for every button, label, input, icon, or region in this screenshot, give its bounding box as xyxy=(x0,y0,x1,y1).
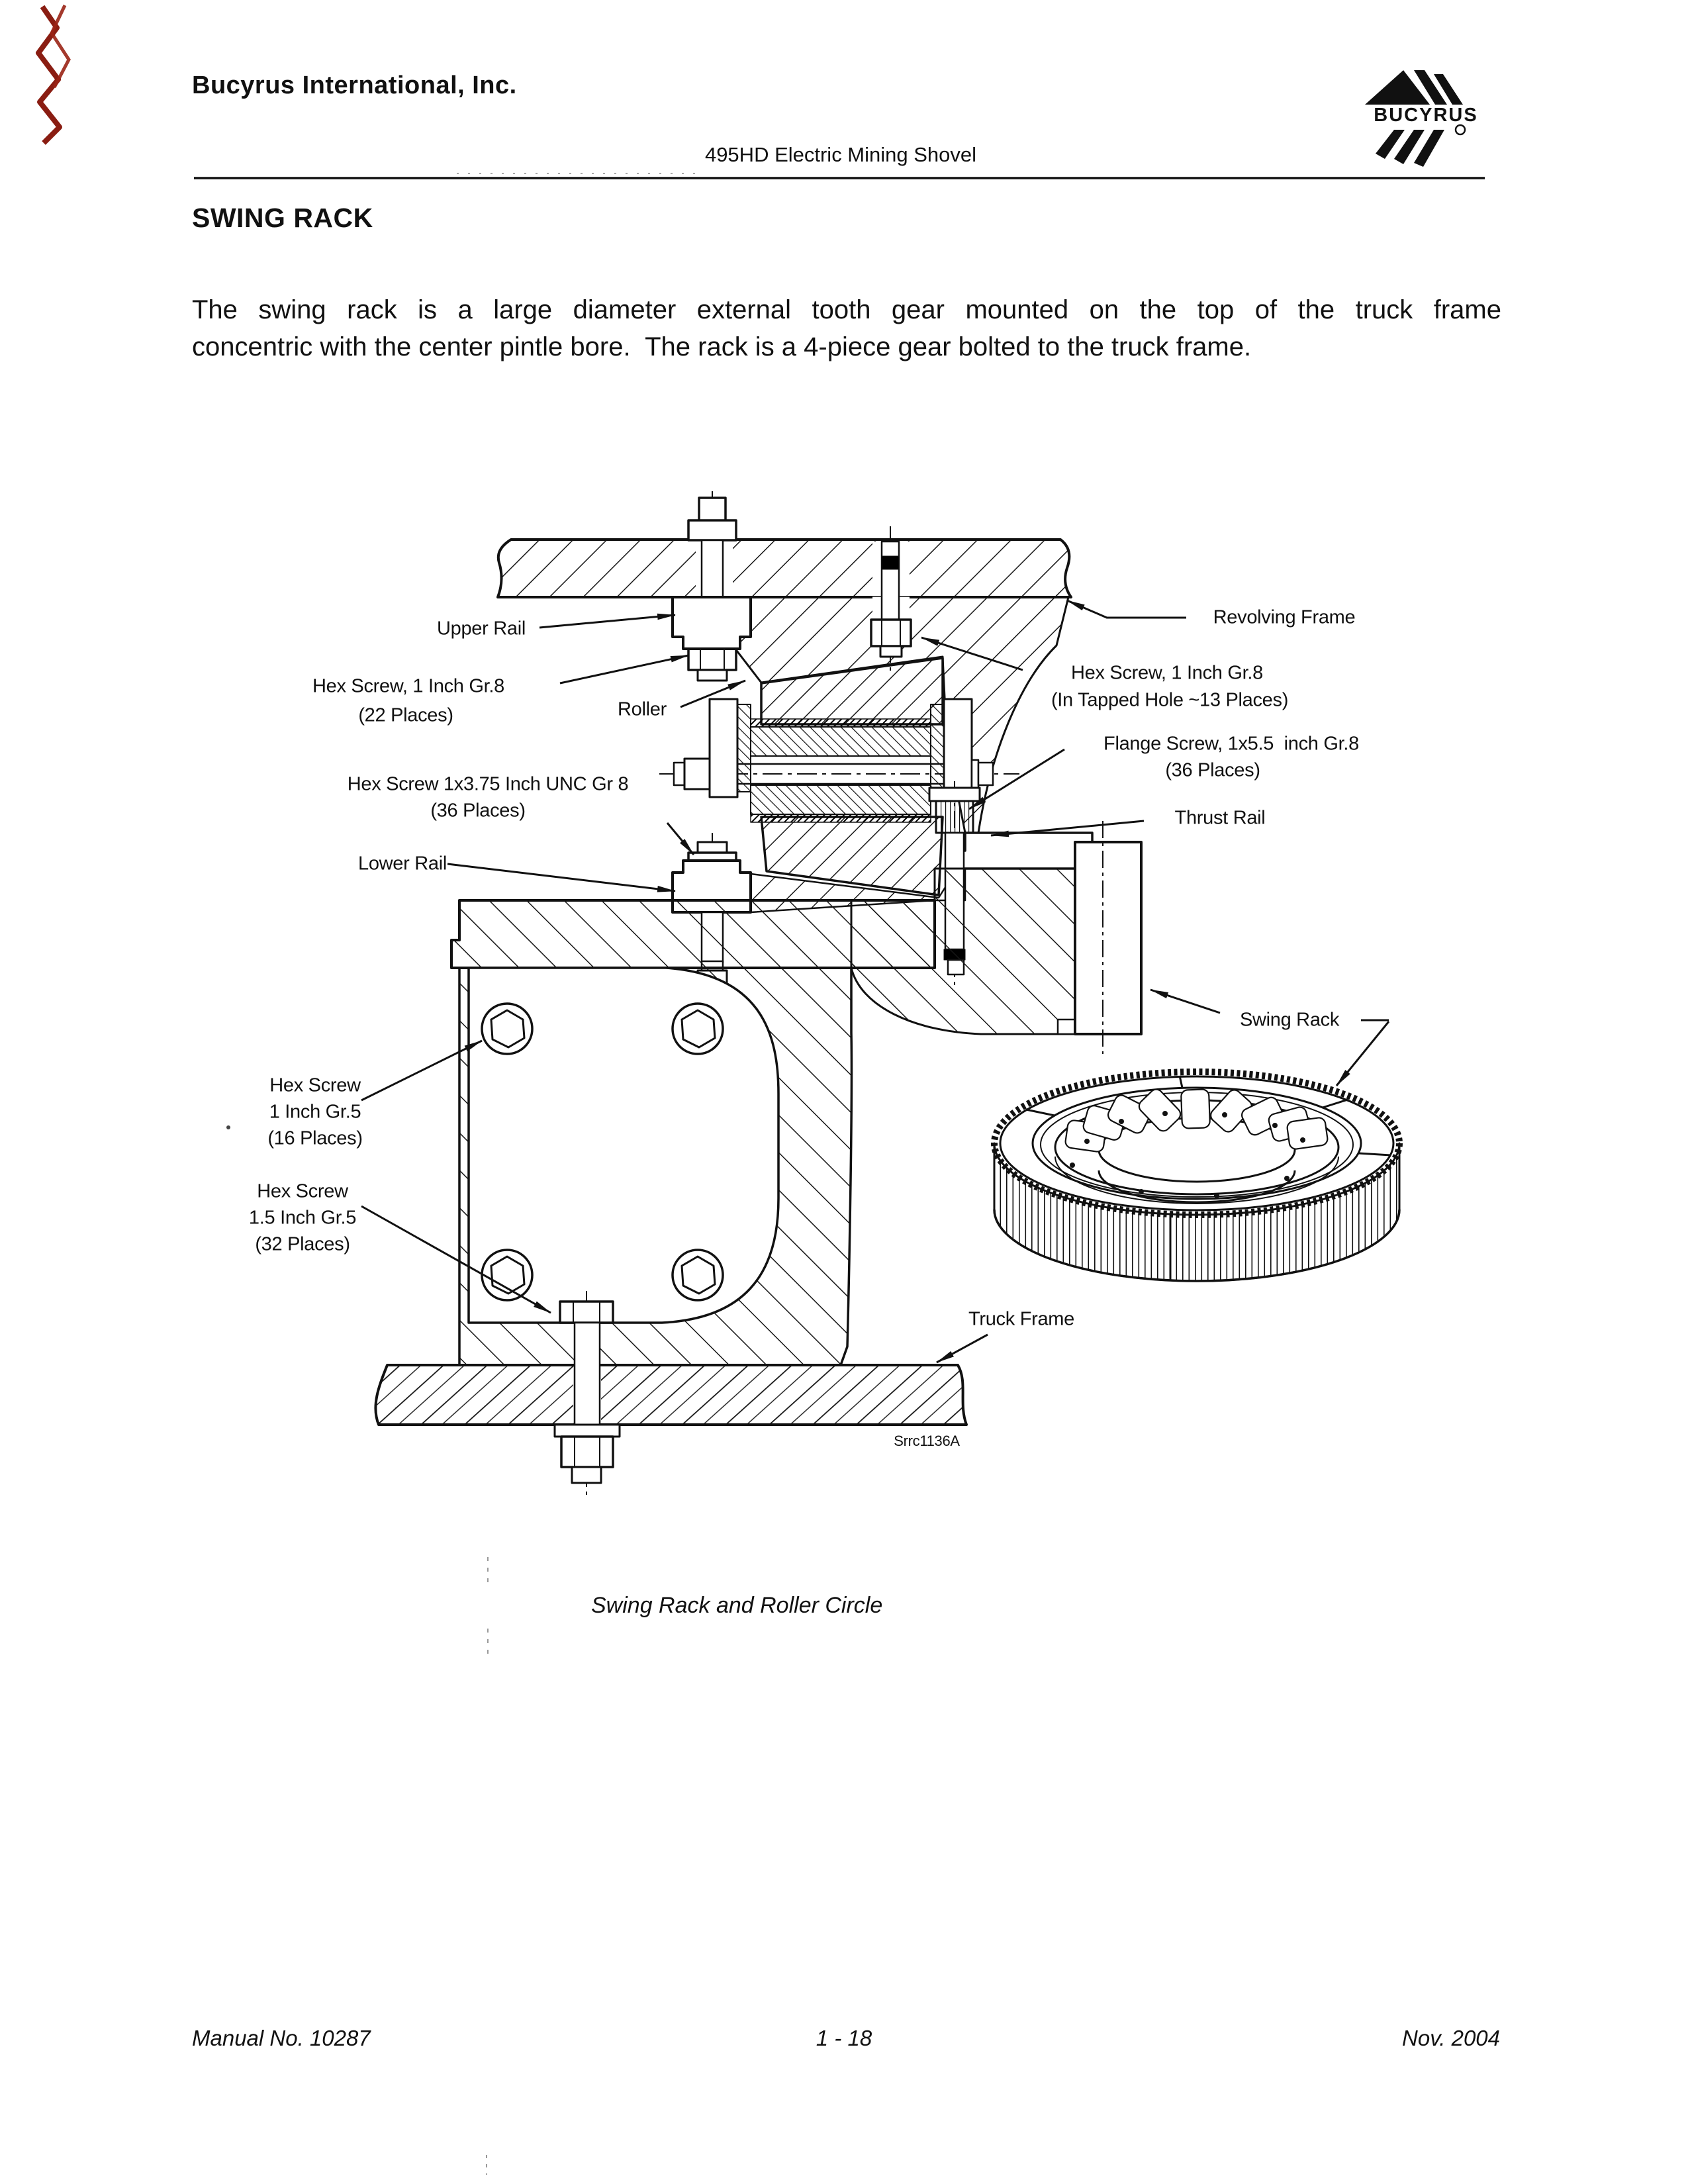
label-flange-screw-line1: Flange Screw, 1x5.5 inch Gr.8 xyxy=(1103,733,1359,755)
label-hex-screw-22-line2: (22 Places) xyxy=(358,704,453,726)
label-roller: Roller xyxy=(618,698,667,720)
label-hex-screw-32-line3: (32 Places) xyxy=(255,1233,350,1255)
label-hex-screw-375-line2: (36 Places) xyxy=(430,800,526,822)
body-paragraph-line1: The swing rack is a large diameter exter… xyxy=(192,295,1501,324)
leader-arrows xyxy=(361,599,1390,1364)
red-scribble-mark xyxy=(36,4,71,145)
truck-frame-pedestal-flange xyxy=(450,899,936,969)
label-hex-screw-16-line2: 1 Inch Gr.5 xyxy=(269,1101,361,1123)
bucyrus-logo-icon xyxy=(1365,70,1466,167)
swing-rack-section xyxy=(1074,821,1143,1054)
body-paragraph-line2: concentric with the center pintle bore. … xyxy=(192,332,1252,361)
truck-frame-band xyxy=(374,1364,968,1426)
label-hex-screw-22-line1: Hex Screw, 1 Inch Gr.8 xyxy=(312,675,504,697)
pedestal-plate xyxy=(467,967,780,1324)
label-hex-screw-16-line3: (16 Places) xyxy=(267,1127,363,1149)
company-name: Bucyrus International, Inc. xyxy=(192,71,517,99)
gear-face-dots xyxy=(1070,1111,1305,1198)
label-truck-frame: Truck Frame xyxy=(968,1308,1074,1330)
section-title: SWING RACK xyxy=(192,203,373,233)
label-hex-screw-13-line2: (In Tapped Hole ~13 Places) xyxy=(1051,689,1289,711)
label-revolving-frame: Revolving Frame xyxy=(1213,606,1356,628)
roller-axle xyxy=(659,698,1019,823)
swing-rack-3d xyxy=(991,1068,1403,1282)
label-swing-rack: Swing Rack xyxy=(1239,1009,1340,1031)
product-line-header: 495HD Electric Mining Shovel xyxy=(704,143,977,166)
label-hex-screw-375-line1: Hex Screw 1x3.75 Inch UNC Gr 8 xyxy=(347,773,629,795)
label-upper-rail: Upper Rail xyxy=(437,618,526,640)
label-hex-screw-13-line1: Hex Screw, 1 Inch Gr.8 xyxy=(1071,662,1263,684)
figure-caption: Swing Rack and Roller Circle xyxy=(591,1593,883,1618)
section-view-drawing xyxy=(361,491,1403,1497)
label-hex-screw-32-line1: Hex Screw xyxy=(257,1180,348,1202)
scan-artifacts xyxy=(226,1125,489,2175)
thrust-rail-block xyxy=(956,831,1094,870)
hex-bolt-32-lower xyxy=(553,1321,621,1484)
socket-screws xyxy=(481,1002,724,1302)
drawing-number: Srrc1136A xyxy=(894,1433,960,1449)
hex-bolt-22 xyxy=(687,491,737,682)
footer-date: Nov. 2004 xyxy=(1402,2026,1500,2050)
label-lower-rail: Lower Rail xyxy=(358,853,447,875)
footer-page-number: 1 - 18 xyxy=(816,2026,872,2050)
label-flange-screw-line2: (36 Places) xyxy=(1165,759,1260,781)
label-thrust-rail: Thrust Rail xyxy=(1174,807,1266,829)
footer-manual-number: Manual No. 10287 xyxy=(192,2026,371,2050)
revolving-frame-band xyxy=(496,538,1072,598)
logo-wordmark: BUCYRUS xyxy=(1374,105,1478,126)
upper-rail-block xyxy=(671,596,752,650)
hex-stud-13 xyxy=(870,526,912,672)
label-hex-screw-16-line1: Hex Screw xyxy=(269,1074,361,1096)
label-hex-screw-32-line2: 1.5 Inch Gr.5 xyxy=(248,1207,357,1229)
